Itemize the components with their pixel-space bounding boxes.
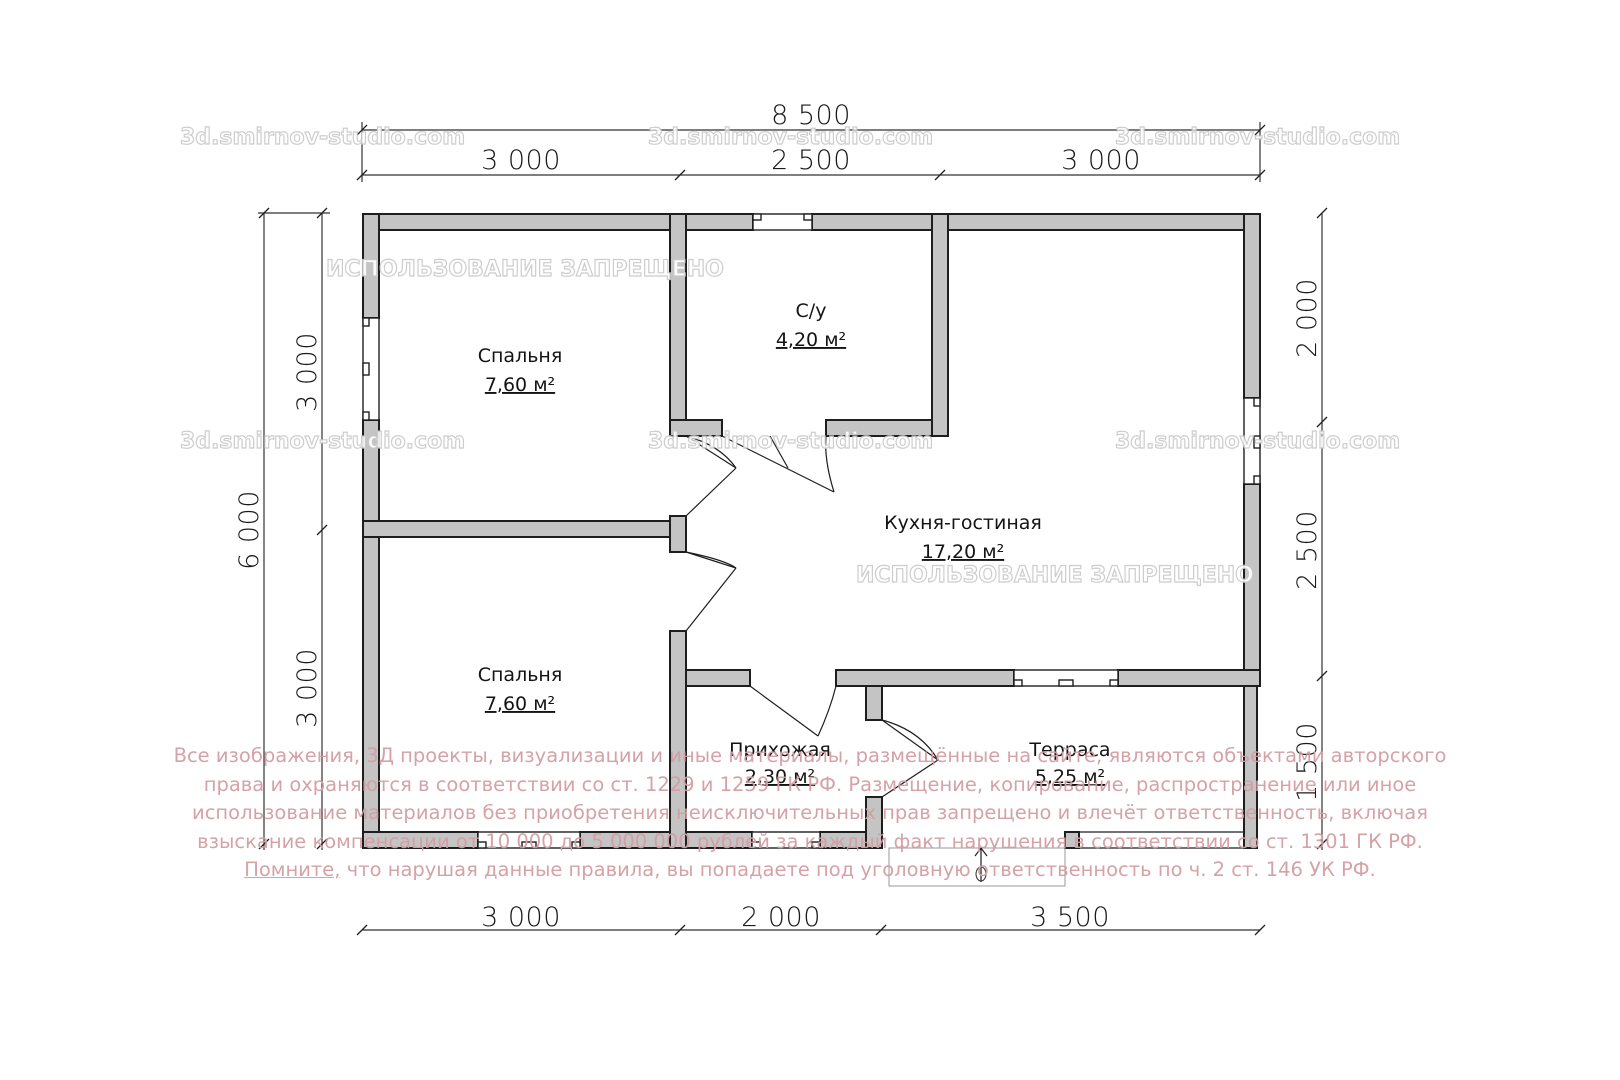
windows	[362, 213, 1261, 849]
room-name-bedroom-1: Спальня	[478, 345, 563, 367]
notice-line: использование материалов без приобретени…	[192, 801, 1428, 824]
dim-top-3: 3 000	[1061, 145, 1141, 176]
room-name-bedroom-2: Спальня	[478, 664, 563, 686]
watermark-site: 3d.smirnov-studio.com	[648, 429, 933, 454]
watermark-site: 3d.smirnov-studio.com	[648, 125, 933, 150]
dim-top-2: 2 500	[771, 145, 851, 176]
watermarks: 3d.smirnov-studio.com 3d.smirnov-studio.…	[179, 124, 1400, 588]
room-area-bedroom-1: 7,60 м²	[485, 374, 555, 396]
dim-bottom-3: 3 500	[1030, 902, 1110, 933]
dim-bottom-2: 2 000	[741, 902, 821, 933]
bottom-dimensions: 3 000 2 000 3 500	[356, 902, 1266, 936]
dim-left-2: 3 000	[292, 648, 323, 728]
watermark-site: 3d.smirnov-studio.com	[1115, 429, 1400, 454]
dim-overall-width: 8 500	[771, 100, 851, 131]
notice-line-rest: что нарушая данные правила, вы попадаете…	[340, 858, 1376, 881]
dim-top-1: 3 000	[481, 145, 561, 176]
dim-left-1: 3 000	[292, 332, 323, 412]
left-dimensions: 6 000 3 000 3 000	[234, 207, 330, 850]
dim-right-2: 2 500	[1292, 510, 1323, 590]
watermark-site: 3d.smirnov-studio.com	[180, 429, 465, 454]
watermark-forbidden: ИСПОЛЬЗОВАНИЕ ЗАПРЕЩЕНО	[856, 563, 1254, 588]
dim-right-3: 1 500	[1292, 722, 1323, 802]
watermark-site: 3d.smirnov-studio.com	[180, 125, 465, 150]
right-dimensions: 2 000 2 500 1 500	[1292, 207, 1328, 850]
room-name-hallway: Прихожая	[729, 739, 831, 761]
room-labels: Спальня 7,60 м² С/у 4,20 м² Кухня-гостин…	[478, 300, 1111, 788]
doors	[685, 435, 1066, 887]
room-name-bathroom: С/у	[796, 300, 827, 322]
notice-line: Все изображения, 3Д проекты, визуализаци…	[173, 744, 1447, 767]
notice-line: права и охраняются в соответствии со ст.…	[203, 772, 1417, 796]
dim-overall-height: 6 000	[234, 490, 265, 570]
room-area-kitchen-living: 17,20 м²	[922, 541, 1004, 563]
room-area-terrace: 5,25 м²	[1035, 766, 1105, 788]
room-name-terrace: Терраса	[1028, 739, 1110, 761]
dim-right-1: 2 000	[1292, 278, 1323, 358]
room-area-bathroom: 4,20 м²	[776, 329, 846, 351]
notice-remember-link[interactable]: Помните,	[244, 858, 341, 881]
notice-line-last: Помните, что нарушая данные правила, вы …	[80, 856, 1540, 885]
room-area-hallway: 2,30 м²	[745, 766, 815, 788]
notice-line: взыскание компенсации от 10 000 до 5 000…	[197, 829, 1423, 853]
room-name-kitchen-living: Кухня-гостиная	[884, 512, 1042, 534]
watermark-site: 3d.smirnov-studio.com	[1115, 125, 1400, 150]
top-dimensions: 8 500 3 000 2 500 3 000	[356, 100, 1266, 182]
copyright-notice: Все изображения, 3Д проекты, визуализаци…	[80, 742, 1540, 885]
room-area-bedroom-2: 7,60 м²	[485, 693, 555, 715]
dim-bottom-1: 3 000	[481, 902, 561, 933]
watermark-forbidden: ИСПОЛЬЗОВАНИЕ ЗАПРЕЩЕНО	[326, 257, 724, 282]
